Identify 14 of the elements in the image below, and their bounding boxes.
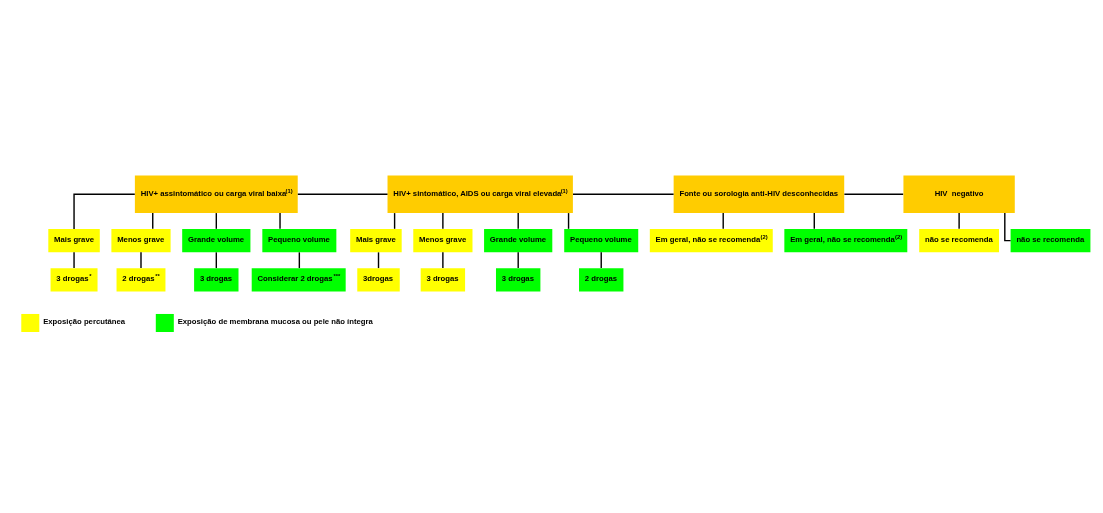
- connector: [442, 211, 444, 229]
- connector: [279, 211, 281, 229]
- connector: [958, 211, 960, 229]
- connector: [722, 211, 724, 229]
- connector: [73, 193, 136, 230]
- connector: [297, 193, 389, 195]
- connector: [517, 211, 519, 229]
- connector: [517, 251, 519, 269]
- connector: [843, 193, 904, 195]
- connector: [442, 251, 444, 269]
- connector: [140, 251, 142, 269]
- connector: [73, 251, 75, 269]
- connector: [572, 193, 675, 195]
- connector: [1004, 211, 1012, 241]
